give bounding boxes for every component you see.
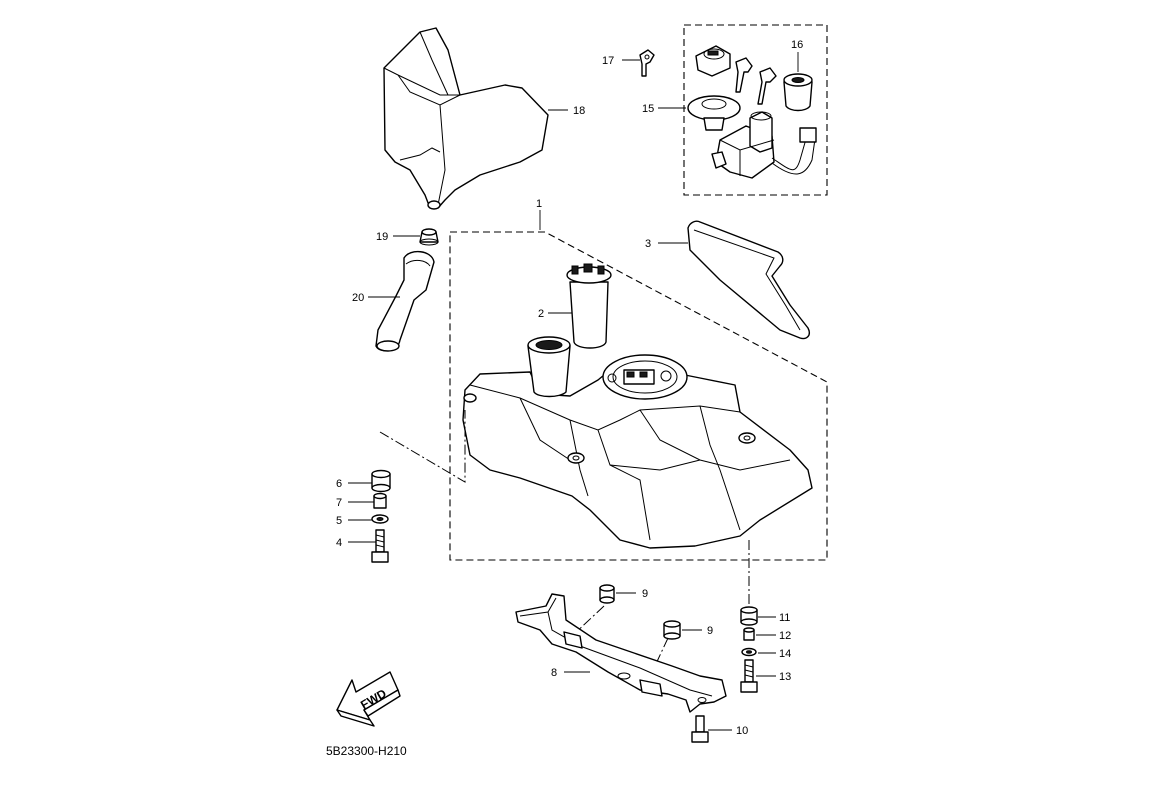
part-17-key <box>639 49 655 77</box>
callout-8: 8 <box>551 667 557 679</box>
callout-14: 14 <box>779 648 791 660</box>
callout-2: 2 <box>538 308 544 320</box>
part-4-bolt <box>371 529 389 563</box>
part-2-fuel-pump-tube <box>566 263 612 349</box>
callout-12: 12 <box>779 630 791 642</box>
callout-7: 7 <box>336 497 342 509</box>
part-16-lock-cylinder <box>783 73 813 112</box>
part-14-washer <box>741 647 757 657</box>
fuel-tank-group-box <box>449 231 828 561</box>
part-1-fuel-tank <box>462 336 813 549</box>
callout-18: 18 <box>573 105 585 117</box>
callout-5: 5 <box>336 515 342 527</box>
callout-19: 19 <box>376 231 388 243</box>
callout-1: 1 <box>536 198 542 210</box>
callout-9b: 9 <box>707 625 713 637</box>
callout-10: 10 <box>736 725 748 737</box>
part-7-collar <box>373 492 387 509</box>
callout-11: 11 <box>779 612 790 624</box>
part-9-damper-a <box>599 584 615 604</box>
part-10-bolt <box>691 715 709 743</box>
callout-4: 4 <box>336 537 342 549</box>
fwd-arrow-icon: FWD <box>336 671 401 727</box>
callout-6: 6 <box>336 478 342 490</box>
part-11-damper <box>740 606 758 626</box>
part-9-damper-b <box>663 620 681 640</box>
callout-17: 17 <box>602 55 614 67</box>
part-6-damper <box>371 469 391 493</box>
part-12-collar <box>743 627 755 641</box>
part-19-grommet <box>419 228 439 246</box>
callout-15: 15 <box>642 103 654 115</box>
callout-13: 13 <box>779 671 791 683</box>
part-15-ignition-lock-set <box>687 45 817 179</box>
callout-9a: 9 <box>642 588 648 600</box>
part-3-pad <box>687 220 810 340</box>
catalog-code: 5B23300-H210 <box>326 744 407 758</box>
part-18-cover <box>383 27 549 210</box>
callout-16: 16 <box>791 39 803 51</box>
part-13-bolt <box>740 659 758 693</box>
mount-centerline-left <box>379 410 466 483</box>
part-5-washer <box>371 514 389 524</box>
lock-set-group-box <box>683 24 828 196</box>
part-8-bracket <box>515 593 727 713</box>
part-20-hose <box>375 251 435 352</box>
callout-3: 3 <box>645 238 651 250</box>
callout-20: 20 <box>352 292 364 304</box>
